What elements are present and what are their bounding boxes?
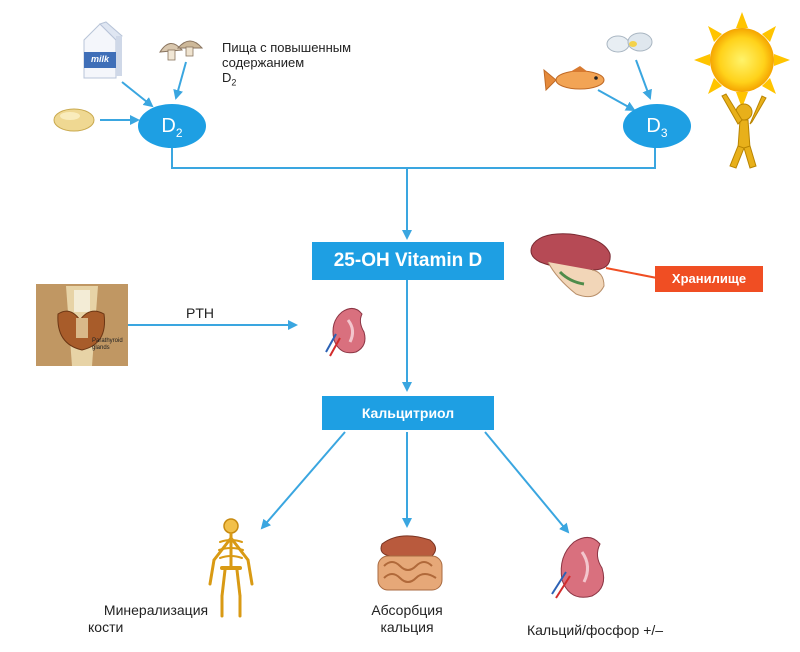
d3-label: D3 bbox=[623, 114, 691, 145]
thyroid-icon bbox=[36, 284, 128, 366]
liver-icon bbox=[530, 233, 611, 298]
d2-node bbox=[138, 104, 206, 148]
milk-label: milk bbox=[90, 54, 109, 64]
outcome-bone-line2: кости bbox=[88, 619, 124, 635]
skeleton-icon bbox=[208, 518, 254, 618]
arrow-mushroom-d2 bbox=[173, 61, 187, 100]
outcome-kidney-line1: Кальций/фосфор +/– bbox=[526, 622, 664, 638]
egg-icon bbox=[606, 32, 653, 53]
storage-link bbox=[605, 267, 658, 279]
arrow-milk-d2 bbox=[121, 81, 154, 108]
gland-caption: Parathyroid glands bbox=[92, 338, 123, 352]
d2-label: D2 bbox=[138, 114, 206, 145]
food-note-line1: Пища с повышенным bbox=[222, 40, 352, 55]
sun-icon bbox=[694, 12, 790, 108]
vitd-label: 25-OH Vitamin D bbox=[333, 250, 483, 271]
d3-main: D bbox=[646, 115, 661, 137]
food-note-sub: 2 bbox=[231, 77, 237, 88]
outcome-bone: Минерализация кости bbox=[86, 602, 226, 636]
bread-icon bbox=[53, 108, 95, 132]
intestine-icon bbox=[377, 535, 443, 591]
kidney-outcome-icon bbox=[551, 537, 605, 599]
d2-main: D bbox=[161, 115, 176, 137]
fish-icon bbox=[543, 66, 605, 92]
outcome-absorption-line1: Абсорбция bbox=[371, 602, 443, 618]
d3-sub: 3 bbox=[660, 126, 668, 140]
outcome-kidney: Кальций/фосфор +/– bbox=[510, 622, 680, 639]
arrow-fish-d3 bbox=[597, 89, 636, 111]
outcome-absorption-line2: кальция bbox=[380, 619, 434, 635]
pth-label: PTH bbox=[186, 305, 214, 321]
gland-caption-line1: Parathyroid bbox=[92, 338, 123, 344]
storage-label: Хранилище bbox=[671, 271, 747, 286]
kidney-icon bbox=[325, 308, 366, 357]
milk-carton-icon bbox=[83, 21, 123, 79]
d2-sub: 2 bbox=[175, 126, 183, 140]
outcome-bone-line1: Минерализация bbox=[103, 602, 209, 618]
food-note-line3: D2 bbox=[222, 70, 351, 91]
connectors bbox=[100, 59, 656, 534]
arrow-to-kidney bbox=[484, 431, 570, 534]
calcitriol-label: Кальцитриол bbox=[361, 405, 455, 421]
vitd-box bbox=[312, 242, 504, 280]
food-note: Пища с повышенным содержанием D2 bbox=[222, 40, 351, 91]
calcitriol-box bbox=[322, 396, 494, 430]
arrow-to-bone bbox=[260, 431, 346, 530]
outcome-absorption: Абсорбция кальция bbox=[352, 602, 462, 636]
food-note-d: D bbox=[222, 70, 232, 85]
food-note-line2: содержанием bbox=[222, 55, 305, 70]
d3-node bbox=[623, 104, 691, 148]
stick-figure-icon bbox=[721, 93, 767, 169]
arrow-egg-d3 bbox=[635, 59, 652, 100]
storage-box bbox=[655, 266, 763, 292]
mushroom-icon bbox=[159, 40, 204, 61]
gland-caption-line2: glands bbox=[92, 345, 110, 351]
